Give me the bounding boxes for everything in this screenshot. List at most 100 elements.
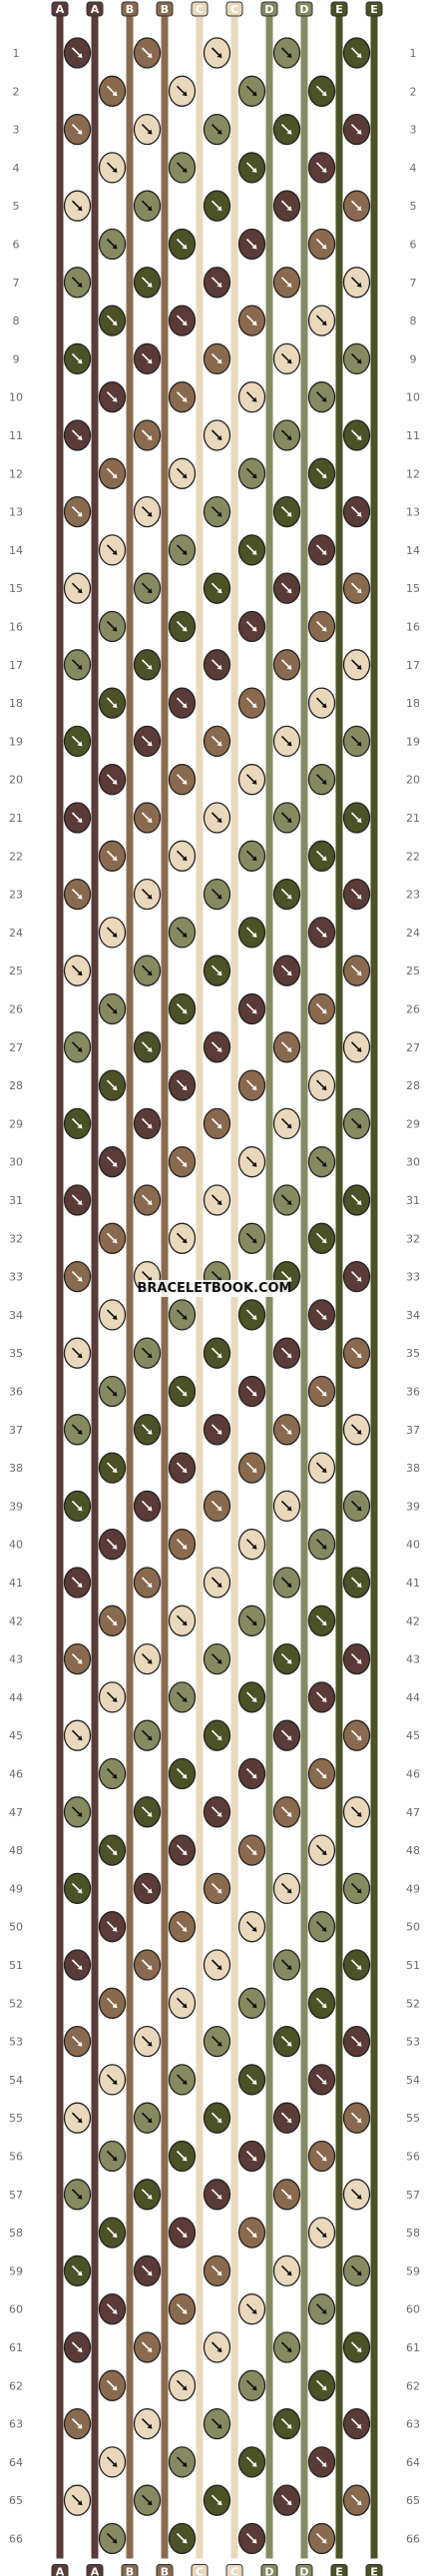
arrow-icon [350, 277, 362, 288]
arrow-icon [71, 965, 83, 976]
arrow-icon [71, 2494, 83, 2506]
arrow-icon [211, 1424, 222, 1435]
row-number-left-24: 24 [9, 927, 23, 940]
knot [98, 1911, 127, 1943]
arrow-icon [315, 2227, 327, 2239]
arrow-icon [315, 162, 327, 173]
arrow-icon [350, 1882, 362, 1894]
knot [168, 1987, 197, 2019]
row-number-right-36: 36 [406, 1386, 420, 1399]
arrow-icon [315, 315, 327, 326]
arrow-icon [245, 2074, 257, 2085]
knot [307, 917, 336, 949]
knot [307, 2446, 336, 2478]
knot [237, 1987, 266, 2019]
arrow-icon [141, 1806, 153, 1817]
knot [98, 2217, 127, 2249]
arrow-icon [211, 1882, 222, 1894]
knot [307, 2522, 336, 2555]
row-number-left-27: 27 [9, 1041, 23, 1054]
knot [133, 1796, 162, 1828]
knot [272, 1719, 301, 1751]
svg-text:A: A [91, 3, 100, 16]
knot [272, 1337, 301, 1369]
arrow-icon [280, 812, 292, 823]
row-number-left-8: 8 [13, 315, 20, 327]
arrow-icon [280, 1500, 292, 1512]
row-number-right-9: 9 [410, 352, 417, 365]
knot [237, 305, 266, 336]
arrow-icon [350, 1729, 362, 1741]
knot [272, 1184, 301, 1216]
knot [168, 992, 197, 1025]
arrow-icon [245, 697, 257, 709]
arrow-icon [350, 1194, 362, 1205]
row-number-left-60: 60 [9, 2303, 23, 2316]
arrow-icon [176, 697, 188, 709]
knot [63, 1872, 92, 1905]
knot [168, 1911, 197, 1943]
row-number-left-31: 31 [9, 1194, 23, 1207]
knot [168, 2217, 197, 2249]
knot [272, 1567, 301, 1599]
knot [168, 1834, 197, 1866]
arrow-icon [280, 965, 292, 976]
knot [63, 342, 92, 375]
knot [237, 75, 266, 107]
row-number-left-44: 44 [9, 1691, 23, 1704]
arrow-icon [71, 2341, 83, 2352]
arrow-icon [106, 697, 118, 709]
knot [98, 2446, 127, 2478]
knot [237, 152, 266, 184]
knot [307, 1529, 336, 1561]
knot [63, 1949, 92, 1981]
row-number-right-24: 24 [406, 927, 420, 940]
arrow-icon [141, 2036, 153, 2047]
row-number-right-26: 26 [406, 1003, 420, 1016]
arrow-icon [71, 2189, 83, 2200]
arrow-icon [211, 1041, 222, 1052]
arrow-icon [176, 2227, 188, 2239]
row-number-left-10: 10 [9, 391, 23, 404]
arrow-icon [350, 2494, 362, 2506]
arrow-icon [211, 506, 222, 517]
row-number-left-52: 52 [9, 1997, 23, 2010]
row-number-left-20: 20 [9, 774, 23, 787]
knot [237, 2293, 266, 2325]
arrow-icon [106, 2303, 118, 2314]
knot [63, 955, 92, 986]
knot [133, 1337, 162, 1369]
arrow-icon [106, 2074, 118, 2085]
knot [98, 1299, 127, 1331]
row-number-left-35: 35 [9, 1347, 23, 1360]
knot [168, 2293, 197, 2325]
row-number-left-50: 50 [9, 1921, 23, 1934]
arrow-icon [106, 1997, 118, 2009]
arrow-icon [211, 735, 222, 747]
arrow-icon [176, 1539, 188, 1550]
arrow-icon [71, 47, 83, 58]
arrow-icon [176, 1309, 188, 1320]
arrow-icon [141, 1041, 153, 1052]
knot [203, 342, 231, 375]
knot [203, 1567, 231, 1599]
arrow-icon [350, 812, 362, 823]
knot [237, 840, 266, 872]
arrow-icon [245, 162, 257, 173]
row-number-right-5: 5 [410, 200, 417, 213]
knot [307, 1987, 336, 2019]
arrow-icon [141, 812, 153, 823]
knot [98, 152, 127, 184]
arrow-icon [211, 582, 222, 594]
row-number-left-32: 32 [9, 1232, 23, 1245]
knot [168, 687, 197, 719]
knot [237, 1529, 266, 1561]
arrow-icon [141, 277, 153, 288]
arrow-icon [106, 85, 118, 97]
row-number-left-41: 41 [9, 1577, 23, 1590]
knot [63, 878, 92, 911]
knot [168, 764, 197, 796]
row-number-right-33: 33 [406, 1271, 420, 1284]
arrow-icon [280, 1194, 292, 1205]
